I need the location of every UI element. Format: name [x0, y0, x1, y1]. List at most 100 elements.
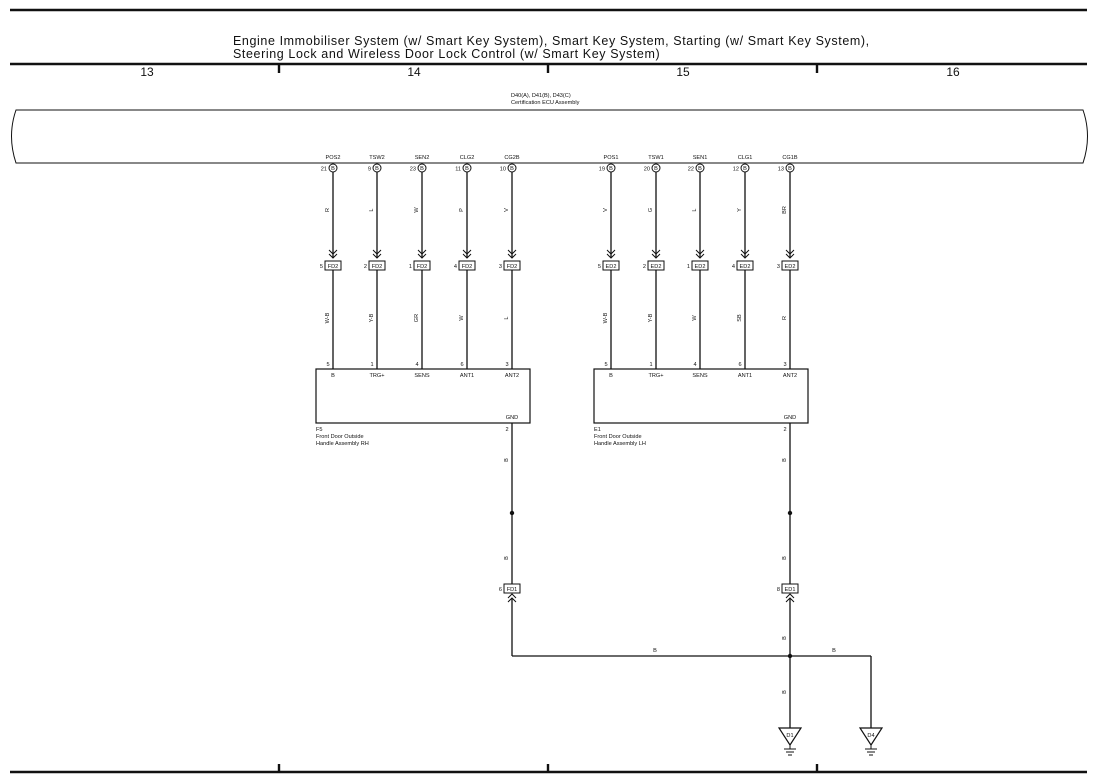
component-pin-number: 6 [738, 362, 741, 368]
wire-color-label: B [782, 458, 788, 462]
junction-pin-number: 5 [598, 264, 601, 270]
connector-arrow [651, 249, 661, 255]
junction-pin-number: 2 [643, 264, 646, 270]
column-number-14: 14 [407, 65, 421, 79]
ecu-connector-letter: B [788, 166, 792, 172]
component-pin-number: 3 [505, 362, 508, 368]
component-pin-number: 4 [415, 362, 418, 368]
connector-arrow [507, 593, 517, 599]
connector-arrow [507, 253, 517, 259]
component-terminal-name: B [331, 373, 335, 379]
component-terminal-name: ANT2 [783, 373, 797, 379]
junction-connector-code: ED2 [651, 264, 662, 270]
component-name-line-1: Front Door Outside [316, 434, 364, 440]
ecu-terminal-name: SEN1 [693, 155, 708, 161]
ecu-pin-number: 13 [778, 167, 784, 173]
wire-color-label: B [782, 690, 788, 694]
title-line-2: Steering Lock and Wireless Door Lock Con… [233, 47, 660, 61]
ecu-terminal-name: TSW1 [648, 155, 664, 161]
ecu-connector-letter: B [743, 166, 747, 172]
component-pin-number: 6 [460, 362, 463, 368]
ground-point-d1: D1 [777, 727, 803, 756]
column-number-15: 15 [676, 65, 690, 79]
junction-pin-number: 3 [777, 264, 780, 270]
wire-color-label: B [782, 556, 788, 560]
ecu-connector-letter: B [420, 166, 424, 172]
ecu-connector-letter: B [654, 166, 658, 172]
junction-connector-code: ED2 [606, 264, 617, 270]
ecu-terminal-name: CLG2 [460, 155, 475, 161]
ecu-pin-number: 19 [599, 167, 605, 173]
junction-connector-code: ED2 [740, 264, 751, 270]
wire-color-label: BR [782, 206, 788, 214]
column-number-16: 16 [946, 65, 960, 79]
column-number-13: 13 [140, 65, 154, 79]
connector-arrow [740, 249, 750, 255]
ground-terminal-name: GND [784, 415, 796, 421]
wire-color-label: W-B [325, 312, 331, 323]
ecu-pin-number: 12 [733, 167, 739, 173]
junction-pin-number: 2 [364, 264, 367, 270]
ground-pin-number: 2 [783, 427, 786, 433]
wire-color-label: W [459, 315, 465, 321]
junction-connector-box [503, 583, 521, 594]
junction-pin-number: 1 [409, 264, 412, 270]
wire-color-label: B [832, 648, 836, 654]
wire-color-label: B [653, 648, 657, 654]
ecu-terminal-name: POS2 [326, 155, 341, 161]
connector-arrow [651, 253, 661, 259]
wire-color-label: Y-B [648, 313, 654, 322]
wire-color-label: B [504, 458, 510, 462]
junction-connector-code: FD2 [417, 264, 428, 270]
wire-color-label: G [648, 208, 654, 212]
connector-arrow [507, 249, 517, 255]
junction-pin-number: 1 [687, 264, 690, 270]
component-name-line-2: Handle Assembly LH [594, 441, 646, 447]
connector-arrow [372, 253, 382, 259]
ecu-terminal-name: SEN2 [415, 155, 430, 161]
wire-color-label: W [692, 315, 698, 321]
component-terminal-name: ANT2 [505, 373, 519, 379]
connector-arrow [695, 249, 705, 255]
wire-color-label: W-B [603, 312, 609, 323]
connector-arrow [328, 249, 338, 255]
component-pin-number: 3 [783, 362, 786, 368]
junction-connector-code: FD2 [372, 264, 383, 270]
junction-connector-code: ED2 [695, 264, 706, 270]
junction-pin-number: 5 [320, 264, 323, 270]
ecu-connector-codes: D40(A), D41(B), D43(C) [511, 93, 571, 99]
component-name-line-1: Front Door Outside [594, 434, 642, 440]
wire-color-label: R [325, 208, 331, 212]
wire-color-label: Y-B [369, 313, 375, 322]
component-box [315, 368, 531, 424]
ecu-pin-number: 22 [688, 167, 694, 173]
connector-arrow [606, 253, 616, 259]
connector-arrow [417, 249, 427, 255]
connector-arrow [417, 253, 427, 259]
ecu-terminal-name: CG1B [782, 155, 798, 161]
ecu-terminal-name: POS1 [604, 155, 619, 161]
component-pin-number: 4 [693, 362, 696, 368]
splice-point [787, 510, 793, 516]
junction-connector-code: FD2 [507, 264, 518, 270]
component-terminal-name: SENS [692, 373, 708, 379]
component-terminal-name: TRG+ [648, 373, 663, 379]
junction-pin-number: 8 [777, 587, 780, 593]
wire-color-label: R [782, 316, 788, 320]
ecu-connector-letter: B [698, 166, 702, 172]
connector-arrow [785, 593, 795, 599]
harness-group: POS2B21RFD25W-B5BTSW2B9LFD22Y-B1TRG+SEN2… [315, 155, 531, 603]
wire-color-label: L [369, 208, 375, 211]
wire-color-label: L [504, 316, 510, 319]
ecu-pin-number: 11 [455, 167, 461, 173]
ecu-terminal-name: TSW2 [369, 155, 385, 161]
component-terminal-name: TRG+ [369, 373, 384, 379]
component-terminal-name: ANT1 [460, 373, 474, 379]
ecu-terminal-name: CG2B [504, 155, 520, 161]
connector-arrow [785, 249, 795, 255]
harness-group: POS1B19VED25W-B5BTSW1B20GED22Y-B1TRG+SEN… [593, 155, 809, 603]
wire-color-label: L [692, 208, 698, 211]
ground-triangle [858, 727, 884, 747]
wire-color-label: W [414, 207, 420, 213]
